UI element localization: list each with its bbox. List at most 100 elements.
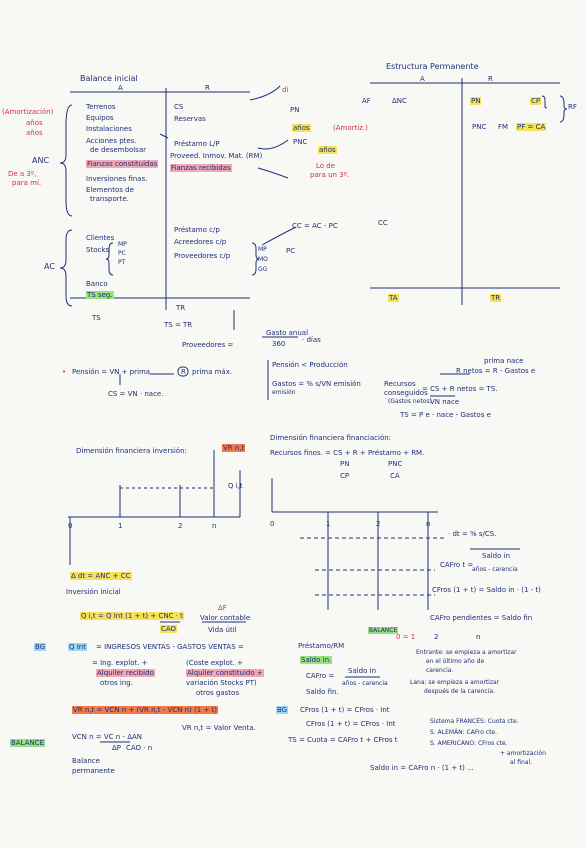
vida-util: Vida útil	[208, 626, 237, 634]
fianzas-constituidas: Fianzas constituidas	[86, 160, 159, 168]
cafro-b: CAFro =	[306, 672, 335, 680]
o-eq-1: 0 = 1	[396, 633, 416, 641]
stock-pc: PC	[118, 250, 126, 257]
vcn-eq: VCN n = VC n - ΔAN	[72, 733, 143, 741]
estructura-fm: FM	[498, 123, 509, 131]
inv-ax-2: 2	[178, 522, 183, 530]
elementos-1: Elementos de	[86, 186, 134, 194]
inv-ax-n: n	[212, 522, 217, 530]
cs: CS	[174, 103, 184, 111]
financ-ca: CA	[390, 472, 400, 480]
qint-label: Q Int	[68, 643, 87, 651]
para-mi: para mí.	[12, 179, 42, 187]
af-label: ΔF	[218, 604, 227, 612]
tr-bottom: TR	[176, 304, 186, 312]
bal-perm-1: Balance	[72, 757, 100, 765]
estructura-a: A	[420, 75, 425, 83]
equipos: Equipos	[86, 114, 114, 122]
saldo-in-c: Saldo in	[348, 667, 377, 675]
cc-eq: CC = AC - PC	[292, 222, 338, 230]
ing-exp: = Ing. explot. +	[92, 659, 148, 667]
conseguidos: conseguidos	[384, 389, 428, 397]
saldo-fin: Saldo fin.	[306, 688, 339, 696]
estructura-pf: PF = CA	[516, 123, 547, 131]
r-mo: MO	[258, 256, 268, 263]
pnc-r: PNC	[293, 138, 308, 146]
anos-1: años	[26, 119, 43, 127]
d360: 360	[272, 340, 286, 348]
entrante-3: carencia.	[426, 667, 454, 674]
balance-col-a: A	[118, 84, 123, 92]
balance-title: Balance inicial	[80, 74, 138, 83]
gastos-emis: Gastos = % s/VN emisión	[272, 380, 361, 388]
estructura-ta: TA	[388, 294, 399, 302]
prima-nace: prima nace	[484, 357, 524, 365]
r-gg: GG	[258, 266, 268, 273]
entrante-1: Entrante: se empieza a amortizar	[416, 649, 517, 656]
ac-label: AC	[44, 262, 55, 271]
vr-valor: VR n,t = Valor Venta.	[182, 724, 256, 732]
estructura-af: AF	[362, 97, 371, 105]
al-final: al final.	[510, 759, 533, 766]
anos-r2: años	[318, 146, 337, 154]
prestamo-rm: Préstamo/RM	[298, 642, 345, 650]
balance-col-r: R	[205, 84, 210, 92]
instalaciones: Instalaciones	[86, 125, 132, 133]
estructura-title: Estructura Permanente	[386, 62, 479, 71]
stock-pt: PT	[118, 259, 126, 266]
cs-vn: CS = VN · nace.	[108, 390, 164, 398]
estructura-tr: TR	[490, 294, 502, 302]
alquiler-recibido: Alquiler recibido	[96, 669, 155, 677]
amort-label: (Amortización)	[2, 108, 54, 116]
vr-label: VR n,t	[222, 444, 246, 452]
acciones-1: Acciones ptes.	[86, 137, 137, 145]
fin-n2: 2	[434, 633, 439, 641]
fin-ax-1: 1	[326, 520, 331, 528]
proveedores-formula: Proveedores =	[182, 341, 234, 349]
vr-eq: VR n,t = VCN n + (VR n,t - VCN n) (1 + t…	[72, 706, 218, 714]
ts-eq: TS = P e · nace - Gastos e	[400, 411, 491, 419]
acciones-2: de desembolsar	[90, 146, 146, 154]
pension-eq: Pensión = VN + prima	[72, 368, 151, 376]
bullet: •	[62, 368, 67, 376]
estructura-cp: CP	[530, 97, 542, 105]
stocks: Stocks	[86, 246, 110, 254]
anos-2: años	[26, 129, 43, 137]
ingresos-eq: = INGRESOS VENTAS - GASTOS VENTAS =	[96, 643, 244, 651]
ts-tr: TS = TR	[164, 321, 193, 329]
ts-cuota: TS = Cuota = CAFro t + CFros t	[288, 736, 398, 744]
cafro-t: CAFro t =	[440, 561, 474, 569]
r-pc: PC	[286, 247, 296, 255]
cc-label: CC	[378, 219, 388, 227]
gasto-anual: Gasto anual	[266, 329, 309, 337]
estructura-anc: ΔNC	[392, 97, 407, 105]
qi-label: Q i,t	[228, 482, 243, 490]
banco: Banco	[86, 280, 108, 288]
amortiz: (Amortiz.)	[333, 124, 368, 132]
reservas: Reservas	[174, 115, 206, 123]
cs-rnetos: = CS + R netos = TS.	[422, 385, 498, 393]
cafro-pend: CAFro pendientes = Saldo fin	[430, 614, 533, 622]
gastos-netos: (Gastos netos)	[388, 398, 432, 405]
amort-final: + amortización	[500, 750, 546, 757]
lana-2: después de la carencia.	[424, 688, 495, 695]
balance-label-left: BALANCE	[10, 739, 45, 747]
vn-nace: VN nace	[430, 398, 460, 406]
lo-de: Lo de	[316, 162, 336, 170]
inversiones: Inversiones finas.	[86, 175, 148, 183]
inv-inicial: Inversión inicial	[66, 588, 121, 596]
dp-label: ΔP	[112, 744, 122, 752]
r-circle: R	[181, 368, 186, 376]
clientes: Clientes	[86, 234, 115, 242]
anos-carencia-b: años - carencia	[342, 680, 388, 687]
financ-cp: CP	[340, 472, 350, 480]
recursos-eq: Recursos finos. = CS + R + Préstamo + RM…	[270, 449, 425, 457]
ts-bottom: TS	[92, 314, 101, 322]
anos-carencia-a: años - carencia	[472, 566, 518, 573]
saldo-fin-2: Saldo in = CAFro n · (1 + t) ...	[370, 764, 474, 772]
qi-eq: Q i,t = Q Int (1 + t) + CNC · t	[80, 612, 184, 620]
sistema-frances: Sistema FRANCÉS: Cuota cte.	[430, 718, 519, 725]
estructura-rf: RF	[568, 103, 577, 111]
di-label: di	[282, 86, 289, 94]
